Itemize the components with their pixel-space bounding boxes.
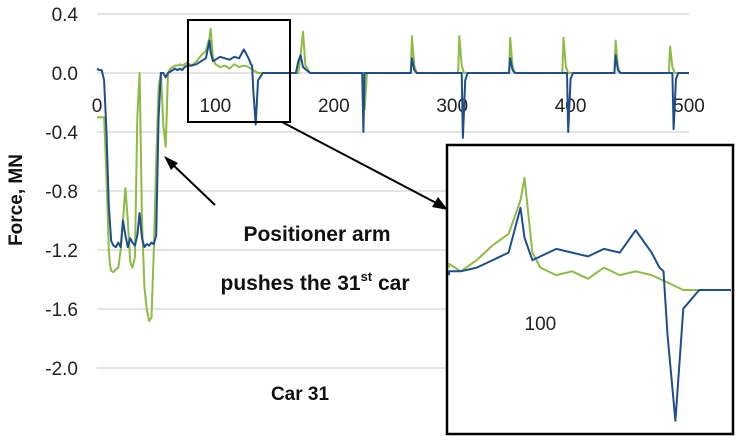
- y-tick-label-5: -1.6: [45, 300, 78, 321]
- zoom-box: [187, 19, 291, 123]
- inset-series-lines: [448, 176, 731, 422]
- x-axis-title: Car 31: [271, 384, 330, 405]
- series-line-1: [96, 39, 689, 249]
- zoom-connector-arrowhead: [432, 197, 448, 210]
- y-tick-label-4: -1.2: [45, 241, 78, 262]
- x-tick-label-1: 100: [200, 96, 232, 117]
- x-tick-label-5: 500: [673, 96, 705, 117]
- annotation-line-1: Positioner arm: [243, 223, 390, 246]
- inset-panel: 100: [445, 143, 735, 436]
- annotation-pointer-line: [169, 161, 216, 206]
- x-tick-labels: 0 100 200 300 400 500: [92, 96, 705, 117]
- annotation-arrowhead: [164, 156, 178, 170]
- y-tick-label-3: -0.8: [45, 182, 78, 203]
- y-tick-label-2: -0.4: [45, 123, 78, 144]
- y-tick-label-6: -2.0: [45, 359, 78, 380]
- inset-series-line-1: [448, 206, 731, 422]
- series-line-0: [97, 27, 689, 322]
- x-tick-label-4: 400: [555, 96, 587, 117]
- y-tick-label-0: 0.4: [52, 5, 79, 26]
- y-tick-label-1: 0.0: [52, 64, 78, 85]
- inset-x-tick-label: 100: [525, 314, 557, 335]
- x-tick-label-2: 200: [318, 96, 350, 117]
- grid-lines: [97, 13, 689, 369]
- series-lines: [96, 27, 689, 322]
- y-tick-labels: 0.4 0.0 -0.4 -0.8 -1.2 -1.6 -2.0: [45, 5, 78, 380]
- annotation-line-2: pushes the 31st car: [221, 269, 410, 295]
- x-tick-label-3: 300: [436, 96, 468, 117]
- y-axis-title: Force, MN: [6, 154, 27, 246]
- zoom-connector-line: [281, 121, 441, 206]
- x-tick-label-0: 0: [92, 96, 103, 117]
